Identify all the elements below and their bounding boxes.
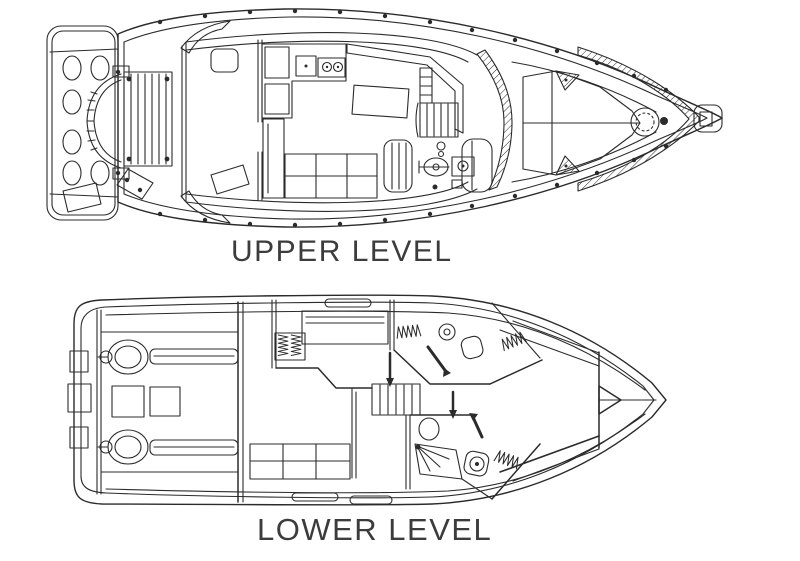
upper-level-label: UPPER LEVEL xyxy=(231,235,453,268)
galley xyxy=(261,43,347,119)
v-berth xyxy=(499,320,657,482)
helm-station xyxy=(383,67,493,193)
fwd-head xyxy=(386,299,543,387)
bow-sunpad xyxy=(522,70,641,176)
lower-level-label: LOWER LEVEL xyxy=(257,512,493,547)
bow-hardware xyxy=(577,46,723,192)
swim-platform xyxy=(46,25,119,221)
aft-head xyxy=(414,417,541,500)
upper-level-drawing xyxy=(46,8,723,228)
lower-level-drawing xyxy=(67,294,667,506)
dinette xyxy=(346,43,464,134)
mid-cabin xyxy=(249,298,393,505)
windlass-circle xyxy=(630,107,660,137)
cockpit-hinge-dots xyxy=(115,69,170,193)
anchor-roller xyxy=(693,104,723,133)
corridor-doors xyxy=(405,390,484,490)
deck-cleat-dots xyxy=(157,8,669,228)
lower-hull-outline xyxy=(67,294,667,506)
salon-sofa xyxy=(262,118,378,199)
cockpit xyxy=(86,20,263,224)
engine-room xyxy=(97,301,244,503)
windshield xyxy=(476,49,513,191)
stairs-lower xyxy=(371,383,421,416)
